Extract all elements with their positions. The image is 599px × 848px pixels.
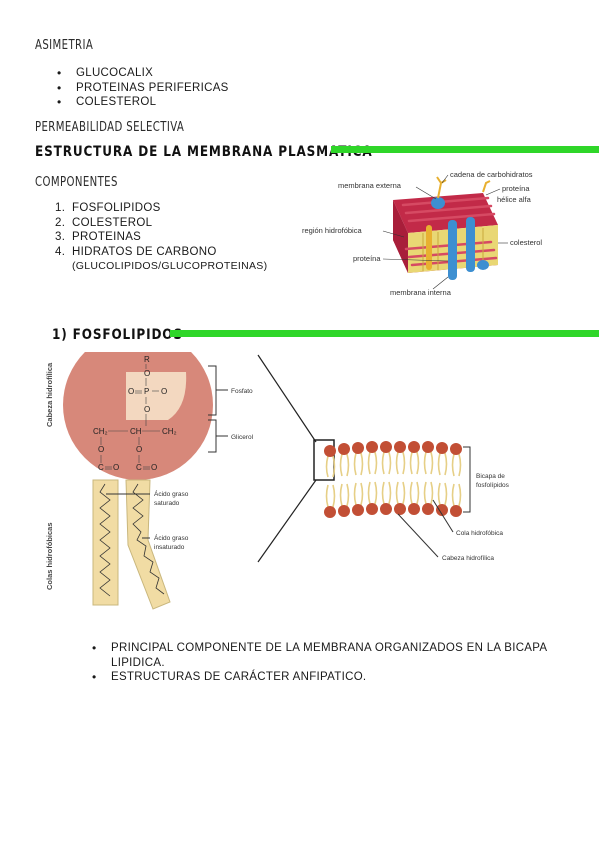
membrane-diagram: membrana externa cadena de carbohidratos… [302, 170, 542, 297]
phospholipid-bilayer [324, 441, 462, 518]
phospholipid-diagram: R O O P O O CH₂ CH CH₂ O O C O C O Fosfa… [45, 352, 510, 610]
fosfolipidos-bullets: PRINCIPAL COMPONENTE DE LA MEMBRANA ORGA… [92, 641, 562, 685]
svg-text:fosfolípidos: fosfolípidos [476, 482, 510, 489]
svg-text:Ácido graso: Ácido graso [154, 489, 189, 498]
label-region-hidrofobica: región hidrofóbica [302, 226, 362, 235]
svg-text:Bicapa de: Bicapa de [476, 473, 505, 480]
list-item: PROTEINAS PERIFERICAS [57, 81, 229, 96]
accent-bar [331, 146, 599, 153]
label-helice-alfa: hélice alfa [497, 195, 532, 204]
svg-text:insaturado: insaturado [154, 544, 185, 551]
svg-text:O: O [151, 463, 157, 472]
label-cabeza-hidrofilica-2: Cabeza hidrofílica [442, 555, 494, 562]
svg-text:O: O [113, 463, 119, 472]
unsaturated-tail [125, 479, 171, 610]
heading-permeabilidad: PERMEABILIDAD SELECTIVA [35, 120, 185, 135]
label-carbohidratos: cadena de carbohidratos [450, 170, 533, 179]
label-fosfato: Fosfato [231, 388, 253, 395]
list-item: ESTRUCTURAS DE CARÁCTER ANFIPATICO. [92, 670, 562, 685]
svg-text:CH: CH [130, 427, 142, 436]
label-glicerol: Glicerol [231, 434, 254, 441]
accent-bar [170, 330, 599, 337]
label-cola-hidrofobica: Cola hidrofóbica [456, 530, 503, 537]
label-membrana-interna: membrana interna [390, 288, 452, 297]
protein-channel [466, 217, 475, 272]
svg-text:O: O [144, 405, 150, 414]
list-item: GLUCOCALIX [57, 66, 229, 81]
svg-text:Ácido graso: Ácido graso [154, 533, 189, 542]
saturated-tail [92, 479, 119, 606]
label-colesterol: colesterol [510, 238, 542, 247]
svg-text:saturado: saturado [154, 500, 180, 507]
label-proteina-alfa: proteína [502, 184, 530, 193]
label-membrana-externa: membrana externa [338, 181, 402, 190]
list-item: 2.COLESTEROL [55, 216, 153, 229]
svg-text:O: O [98, 445, 104, 454]
list-item: 4.HIDRATOS DE CARBONO(GLUCOLIPIDOS/GLUCO… [55, 245, 268, 273]
peripheral-protein [477, 260, 489, 270]
svg-text:O: O [136, 445, 142, 454]
list-item: 3.PROTEINAS [55, 231, 142, 243]
svg-text:C: C [98, 463, 104, 472]
svg-text:O: O [161, 387, 167, 396]
carbohydrate-chain [436, 176, 447, 199]
heading-componentes: COMPONENTES [35, 175, 118, 190]
heading-asimetria: ASIMETRIA [35, 38, 94, 53]
svg-text:R: R [144, 355, 150, 364]
label-cabeza-hidrofilica: Cabeza hidrofílica [45, 362, 54, 427]
peripheral-protein [431, 197, 445, 209]
label-colas-hidrofobicas: Colas hidrofóbicas [45, 522, 54, 590]
list-item: 1.FOSFOLIPIDOS [55, 202, 161, 214]
heading-fosfolipidos: 1) FOSFOLIPIDOS [52, 327, 183, 343]
svg-text:P: P [144, 387, 149, 396]
alpha-helix-protein [426, 225, 432, 270]
heading-estructura: ESTRUCTURA DE LA MEMBRANA PLASMATICA [35, 144, 373, 160]
svg-text:CH₂: CH₂ [162, 427, 177, 436]
asimetria-list: GLUCOCALIX PROTEINAS PERIFERICAS COLESTE… [57, 66, 229, 110]
componentes-list: 1.FOSFOLIPIDOS 2.COLESTEROL 3.PROTEINAS … [55, 201, 267, 274]
protein-channel [448, 220, 457, 280]
label-proteina: proteína [353, 254, 381, 263]
svg-text:CH₂: CH₂ [93, 427, 108, 436]
list-item: PRINCIPAL COMPONENTE DE LA MEMBRANA ORGA… [92, 641, 562, 670]
svg-text:C: C [136, 463, 142, 472]
list-item: COLESTEROL [57, 95, 229, 110]
svg-text:O: O [144, 369, 150, 378]
svg-text:O: O [128, 387, 134, 396]
